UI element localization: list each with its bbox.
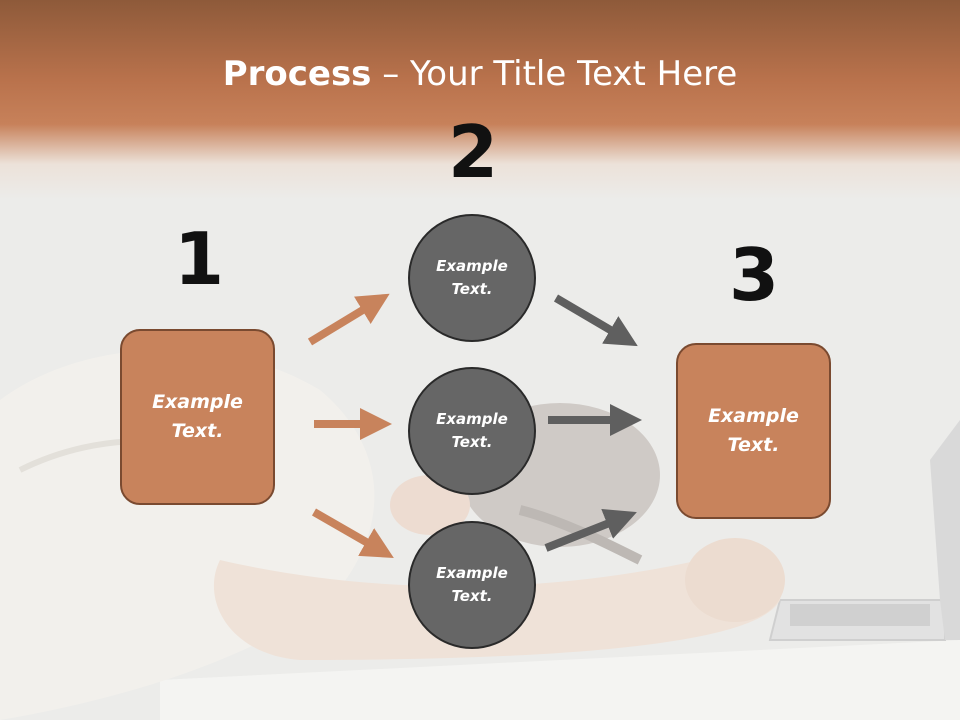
step-circle-middle-label: Example Text. <box>436 410 508 451</box>
step-number-3: 3 <box>728 233 780 317</box>
step-box-right-label: Example Text. <box>708 405 799 456</box>
step-circle-middle: Example Text. <box>408 367 536 495</box>
step-circle-top-label: Example Text. <box>436 257 508 298</box>
slide-title: Process – Your Title Text Here <box>0 52 960 96</box>
step-circle-bottom: Example Text. <box>408 521 536 649</box>
step-box-left: Example Text. <box>120 329 275 505</box>
step-circle-top: Example Text. <box>408 214 536 342</box>
header-band <box>0 0 960 200</box>
step-number-1: 1 <box>173 217 225 301</box>
step-box-left-label: Example Text. <box>152 391 243 442</box>
title-rest: – Your Title Text Here <box>371 54 738 94</box>
step-box-right: Example Text. <box>676 343 831 519</box>
title-bold: Process <box>222 54 372 94</box>
step-number-2: 2 <box>447 110 499 194</box>
step-circle-bottom-label: Example Text. <box>436 564 508 605</box>
